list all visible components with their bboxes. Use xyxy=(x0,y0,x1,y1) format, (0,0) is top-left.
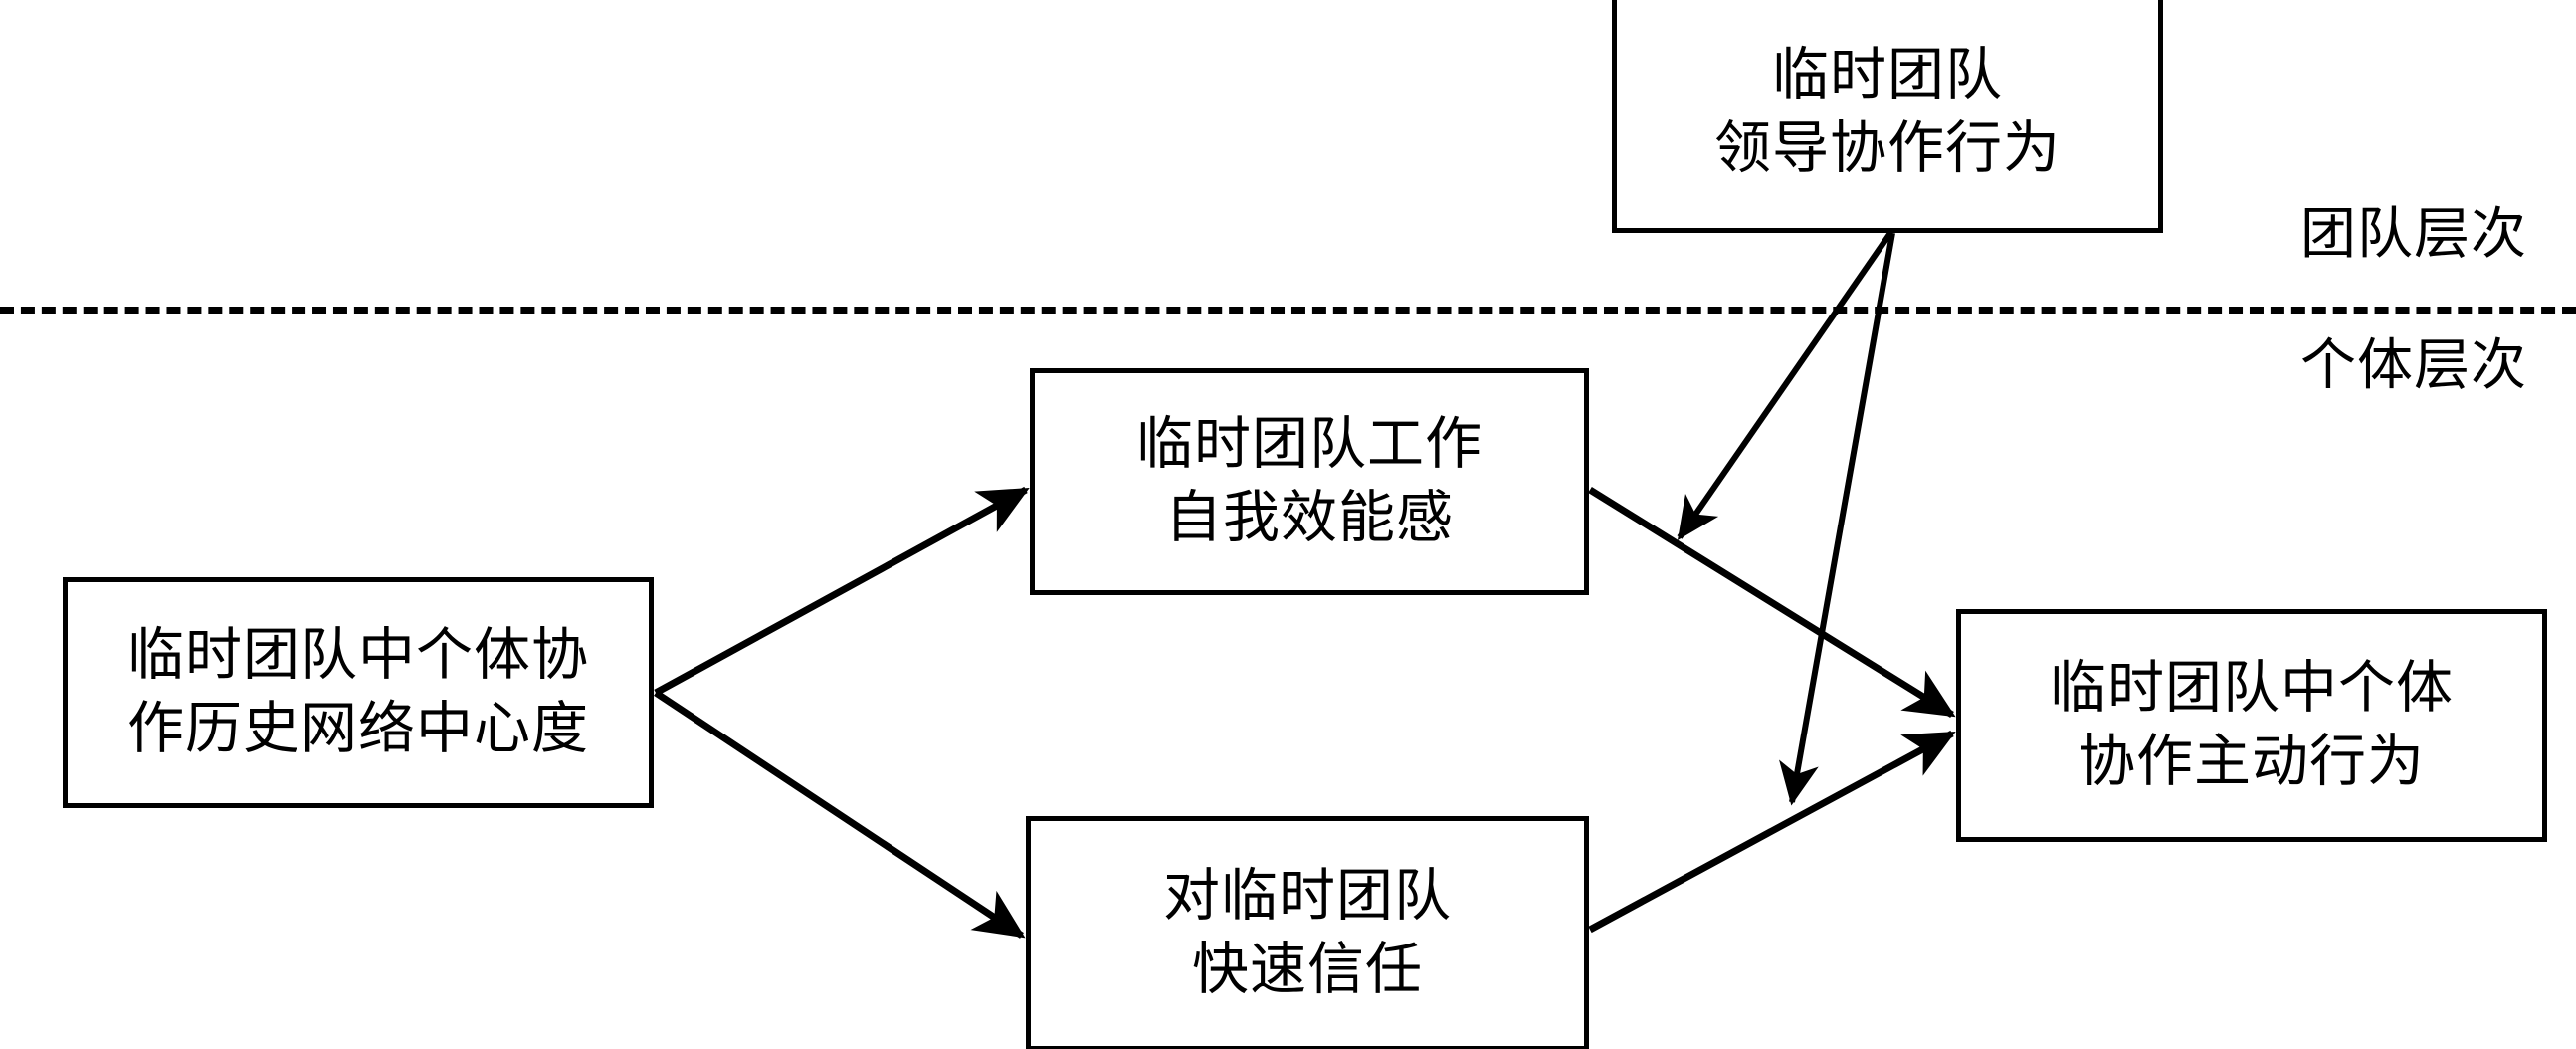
edge-centrality-to-efficacy xyxy=(654,486,1030,697)
node-outcome-line-1: 临时团队中个体 xyxy=(2050,656,2454,720)
edge-leader-moderates-trust-path xyxy=(1779,232,1895,806)
node-centrality-line-1: 临时团队中个体协 xyxy=(127,623,589,687)
node-swift-trust[interactable]: 对临时团队 快速信任 xyxy=(1026,816,1589,1049)
node-work-self-efficacy[interactable]: 临时团队工作 自我效能感 xyxy=(1030,368,1589,595)
node-efficacy-line-2: 自我效能感 xyxy=(1165,487,1454,549)
node-leader-collaboration-behavior[interactable]: 临时团队 领导协作行为 xyxy=(1612,0,2163,233)
node-efficacy-line-1: 临时团队工作 xyxy=(1136,412,1483,476)
level-divider xyxy=(0,307,2576,314)
edge-leader-moderates-efficacy-path xyxy=(1677,231,1893,540)
node-leader-line-2: 领导协作行为 xyxy=(1714,117,2061,180)
node-outcome-line-2: 协作主动行为 xyxy=(2079,731,2425,793)
node-trust-line-1: 对临时团队 xyxy=(1163,864,1452,928)
node-trust-line-2: 快速信任 xyxy=(1192,939,1423,1001)
level-label-individual: 个体层次 xyxy=(2300,335,2527,397)
edge-efficacy-to-outcome xyxy=(1588,487,1956,718)
node-leader-line-1: 临时团队 xyxy=(1772,43,2003,106)
node-proactive-collaboration-behavior[interactable]: 临时团队中个体 协作主动行为 xyxy=(1956,609,2547,842)
edge-trust-to-outcome xyxy=(1588,730,1956,934)
node-network-centrality[interactable]: 临时团队中个体协 作历史网络中心度 xyxy=(63,577,654,808)
node-centrality-line-2: 作历史网络中心度 xyxy=(127,698,589,760)
level-label-team: 团队层次 xyxy=(2300,204,2527,266)
edge-centrality-to-trust xyxy=(654,690,1026,939)
